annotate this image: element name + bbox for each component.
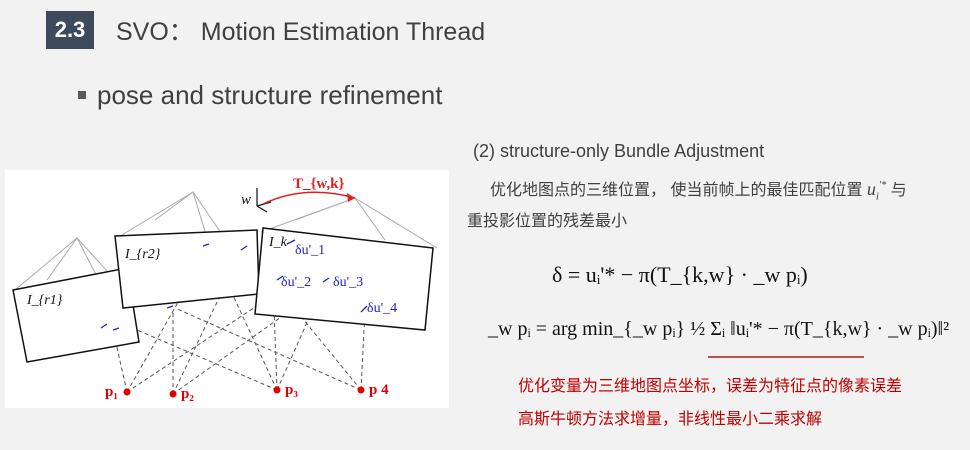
section-number-badge: 2.3 <box>46 11 94 49</box>
u-star-symbol: ui'* <box>866 179 887 203</box>
note-line-2: 高斯牛顿方法求增量，非线性最小二乘求解 <box>518 411 823 428</box>
equation-underline <box>708 356 864 358</box>
description-line-1: 优化地图点的三维位置， 使当前帧上的最佳匹配位置 ui'* 与 <box>490 176 907 203</box>
image-planes <box>12 227 434 363</box>
label-residual-2: δu'_2 <box>281 275 311 290</box>
label-transform: T_{w,k} <box>293 176 345 192</box>
label-ir2: I_{r2} <box>124 247 161 262</box>
figure-canvas: I_{r1} I_{r2} I_k w T_{w,k} δu'_1 δu'_2 … <box>12 176 438 402</box>
label-residual-4: δu'_4 <box>367 301 397 316</box>
residual-vectors <box>100 239 368 331</box>
description-line-2: 重投影位置的残差最小 <box>467 213 628 230</box>
label-p2: p₂ <box>181 386 194 402</box>
slide-title: SVO： Motion Estimation Thread <box>116 18 486 46</box>
equation-argmin: _w pᵢ = arg min_{_w pᵢ} ½ Σᵢ ‖uᵢ'* − π(T… <box>488 318 950 340</box>
transform-arrow <box>262 191 356 205</box>
label-ir1: I_{r1} <box>26 293 63 308</box>
label-p4: p 4 <box>369 382 389 398</box>
label-residual-3: δu'_3 <box>333 275 363 290</box>
map-points <box>123 386 365 398</box>
frame-ik <box>254 227 434 331</box>
label-p1: p₁ <box>105 384 118 400</box>
description-line-1-text: 优化地图点的三维位置， 使当前帧上的最佳匹配位置 <box>490 182 863 199</box>
section-heading: (2) structure-only Bundle Adjustment <box>473 141 765 161</box>
bullet-icon <box>78 91 86 99</box>
note-line-1: 优化变量为三维地图点坐标，误差为特征点的像素误差 <box>518 378 903 395</box>
label-world: w <box>241 192 251 208</box>
label-residual-1: δu'_1 <box>295 243 325 258</box>
svo-ba-figure: I_{r1} I_{r2} I_k w T_{w,k} δu'_1 δu'_2 … <box>5 170 449 408</box>
transform-arrowhead <box>347 193 355 202</box>
frame-ir2 <box>114 229 260 309</box>
frame-ir1 <box>12 267 140 363</box>
label-p3: p₃ <box>285 382 298 398</box>
equation-residual: δ = uᵢ'* − π(T_{k,w} · _w pᵢ) <box>552 262 808 287</box>
bullet-heading: pose and structure refinement <box>97 80 443 110</box>
world-axes <box>256 188 272 213</box>
label-ik: I_k <box>268 235 288 250</box>
description-line-1-end: 与 <box>890 182 907 199</box>
